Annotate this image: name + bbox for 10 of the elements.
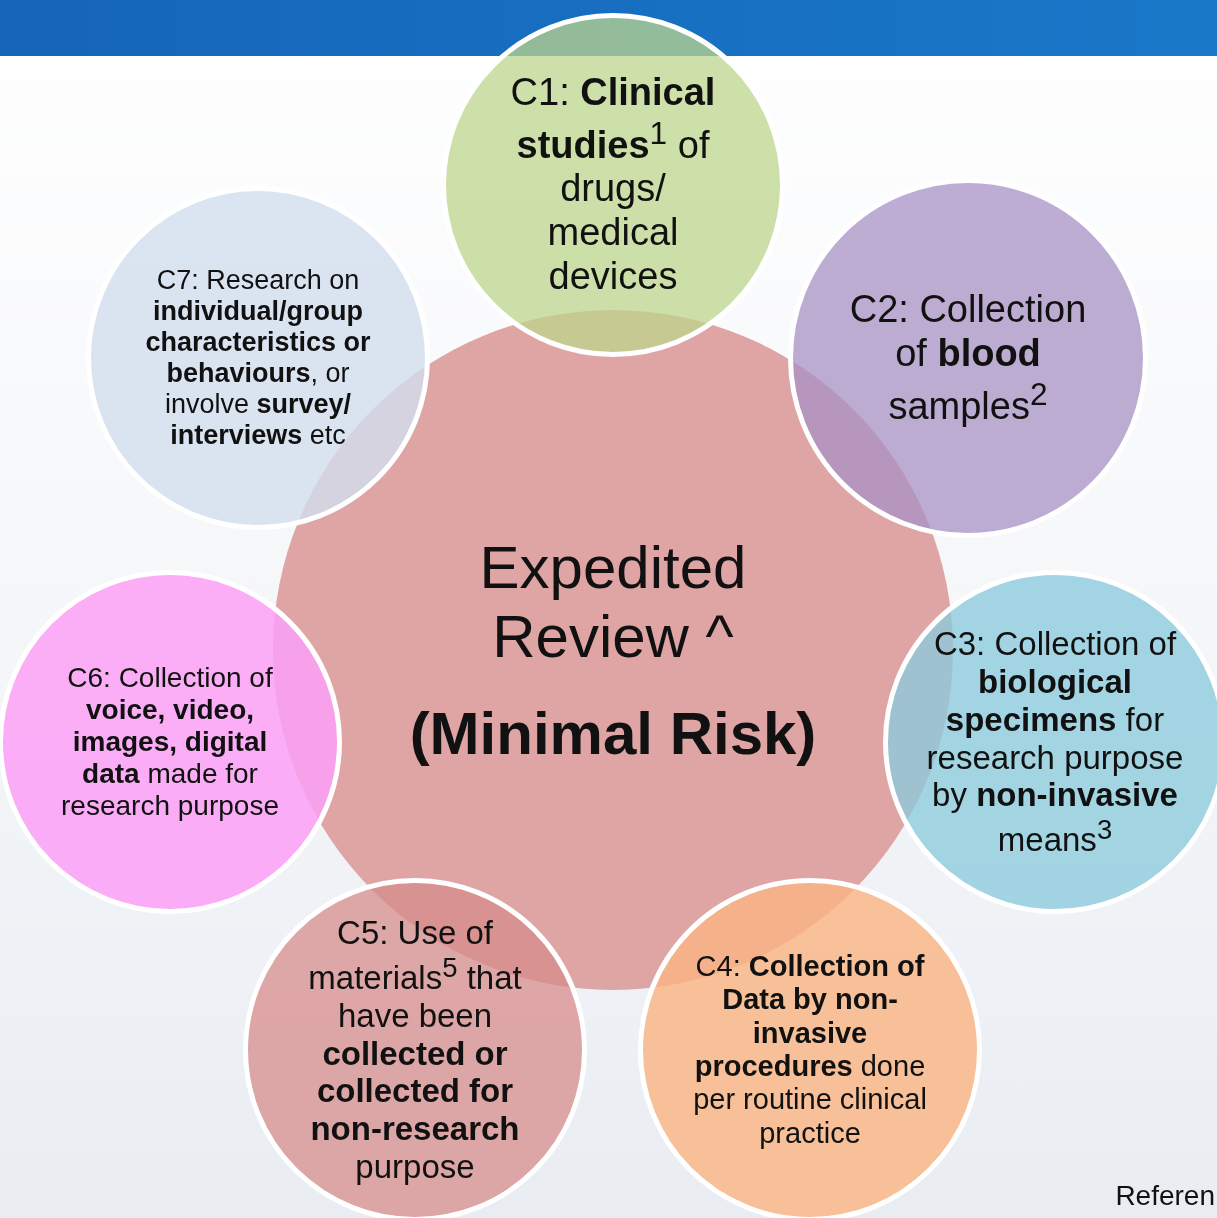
category-text: C5: Use of materials$^{5}$ that have been collected or collected for non-research purpose — [307, 913, 523, 1187]
category-text: C6: Collection of voice, video, images, digital data made for research purpose — [60, 661, 280, 823]
center-subtitle: (Minimal Risk) — [408, 698, 818, 768]
category-text: C1: Clinical studies$^{1}$ of drugs/ medical devices — [509, 71, 717, 299]
category-text: C3: Collection of biological specimens for research purpose by non-invasive means$^{3}$ — [925, 624, 1185, 860]
center-title: Expedited Review ^ — [478, 532, 748, 671]
category-text: C7: Research on individual/group characteristics or behaviours, or involve survey/ interviews etc — [144, 264, 372, 452]
category-text: C2: Collection of blood samples$^{2}$ — [848, 288, 1088, 428]
category-text: C4: Collection of Data by non-invasive procedures done per routine clinical practice — [692, 949, 928, 1151]
note-text: Referen — [1115, 1180, 1215, 1212]
